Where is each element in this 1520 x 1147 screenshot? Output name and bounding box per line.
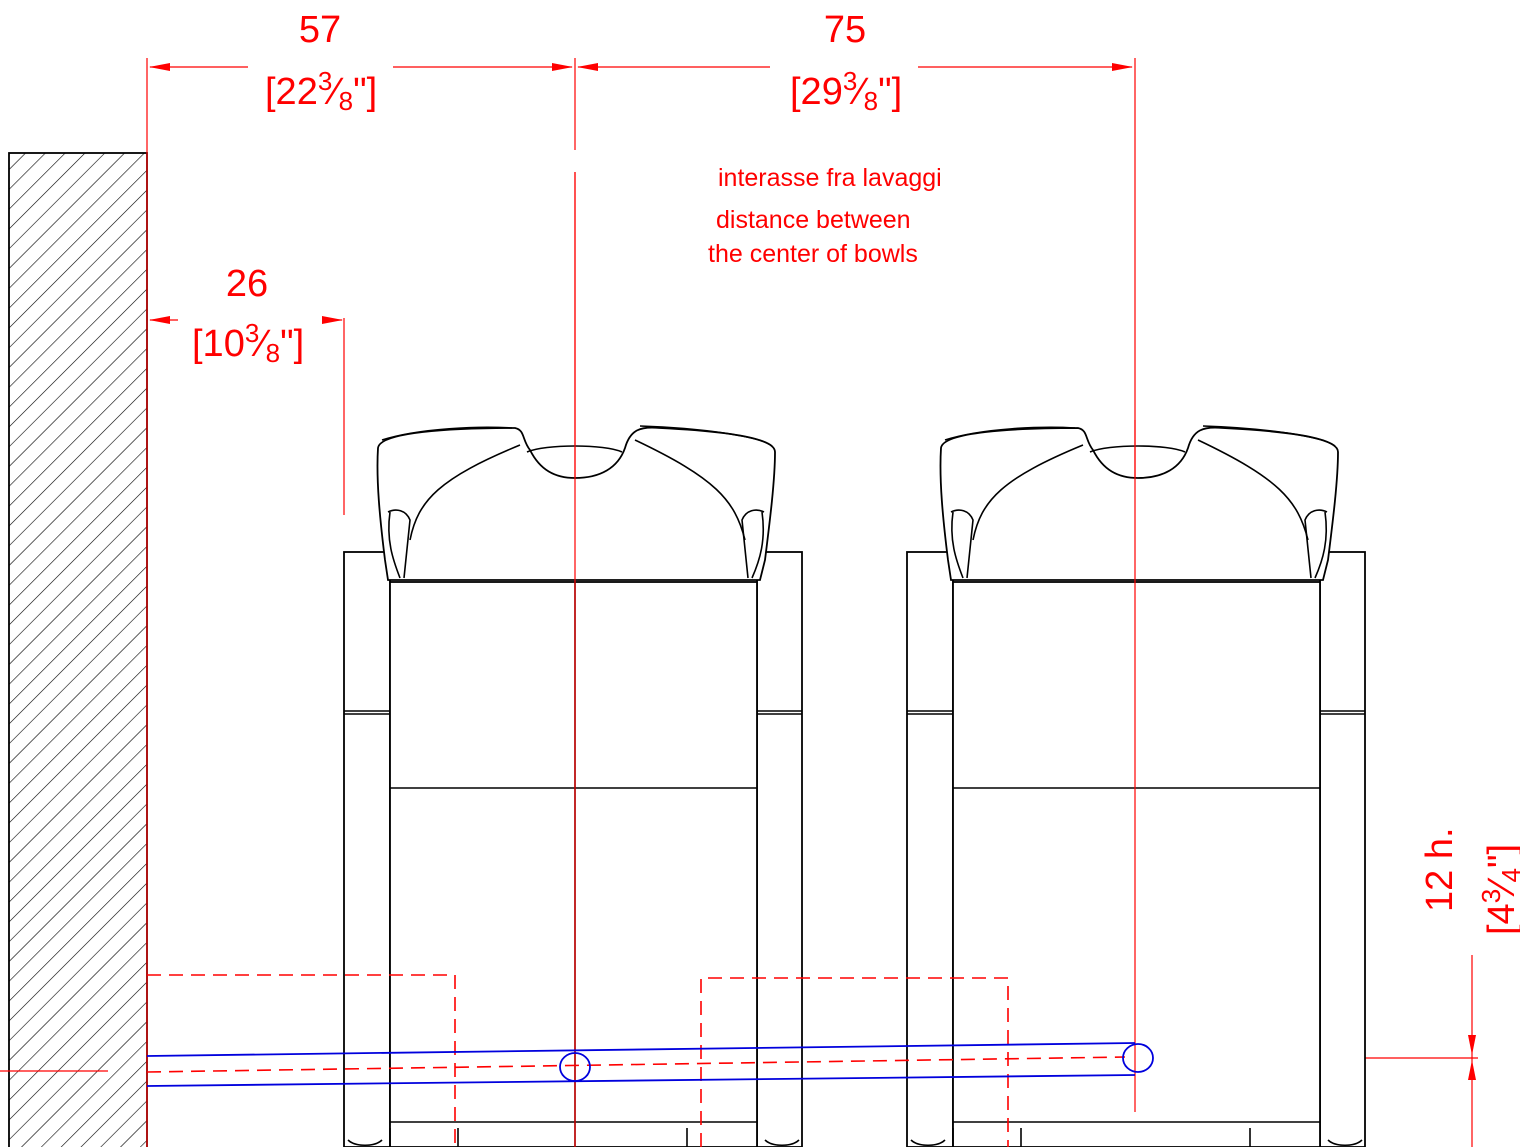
shampoo-unit-right [906, 425, 1366, 1147]
dimension-75: 75 [293⁄8"] [790, 9, 902, 116]
shampoo-unit-left [343, 425, 803, 1147]
note-line-1: interasse fra lavaggi [718, 164, 942, 192]
drain-circle-right [1122, 1043, 1154, 1073]
drain-circle-left [559, 1052, 591, 1082]
dim-75-value: 75 [824, 9, 866, 51]
dimension-12: 12 h. [43⁄4"] [1419, 827, 1520, 935]
dim-57-inches: [223⁄8"] [265, 66, 377, 116]
note-line-3: the center of bowls [708, 240, 918, 268]
dimension-26: 26 [103⁄8"] [192, 263, 304, 368]
center-lines [574, 172, 1136, 1147]
dim-12-inches: [43⁄4"] [1476, 844, 1520, 935]
floor-recesses [146, 974, 1126, 1147]
note-line-2: distance between [716, 206, 911, 234]
wall [8, 152, 148, 1147]
drain-pipes [146, 1042, 1154, 1087]
dim-57-value: 57 [299, 9, 341, 51]
center-distance-note: interasse fra lavaggi distance between t… [708, 164, 942, 268]
dim-12-value: 12 h. [1419, 827, 1461, 912]
dim-26-inches: [103⁄8"] [192, 318, 304, 368]
dim-26-value: 26 [226, 263, 268, 305]
dim-75-inches: [293⁄8"] [790, 66, 902, 116]
dimension-57: 57 [223⁄8"] [265, 9, 377, 116]
